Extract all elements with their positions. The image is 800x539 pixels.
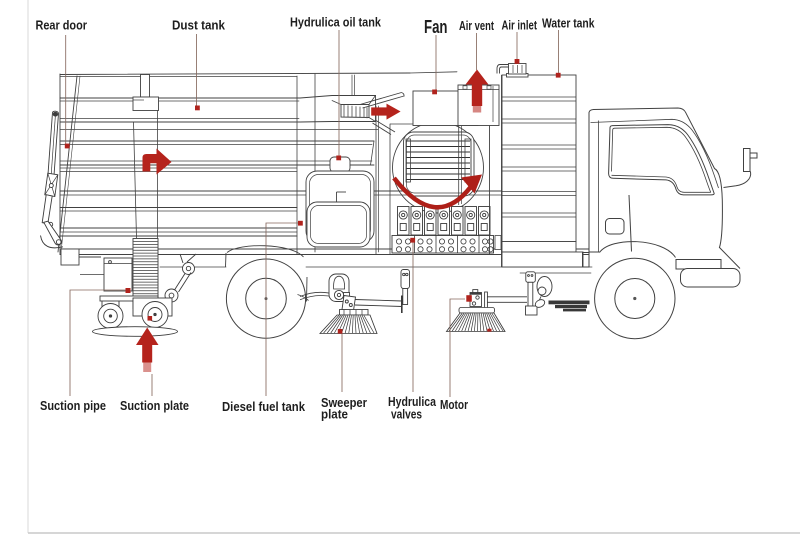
svg-text:Suction plate: Suction plate	[120, 399, 189, 413]
svg-text:Diesel fuel tank: Diesel fuel tank	[222, 400, 305, 414]
svg-text:plate: plate	[321, 408, 348, 422]
svg-text:Dust tank: Dust tank	[172, 19, 225, 33]
svg-text:Hydrulica oil tank: Hydrulica oil tank	[290, 16, 381, 30]
svg-text:Fan: Fan	[424, 17, 448, 37]
svg-text:Hydrulica: Hydrulica	[388, 395, 437, 409]
svg-text:valves: valves	[391, 408, 422, 422]
svg-text:Sweeper: Sweeper	[321, 396, 367, 410]
svg-text:Rear door: Rear door	[36, 19, 88, 33]
svg-text:Motor: Motor	[440, 398, 468, 412]
svg-text:Water tank: Water tank	[542, 17, 595, 31]
svg-text:Air inlet: Air inlet	[502, 19, 538, 33]
svg-text:Air vent: Air vent	[459, 19, 495, 33]
svg-text:Suction pipe: Suction pipe	[40, 399, 106, 413]
